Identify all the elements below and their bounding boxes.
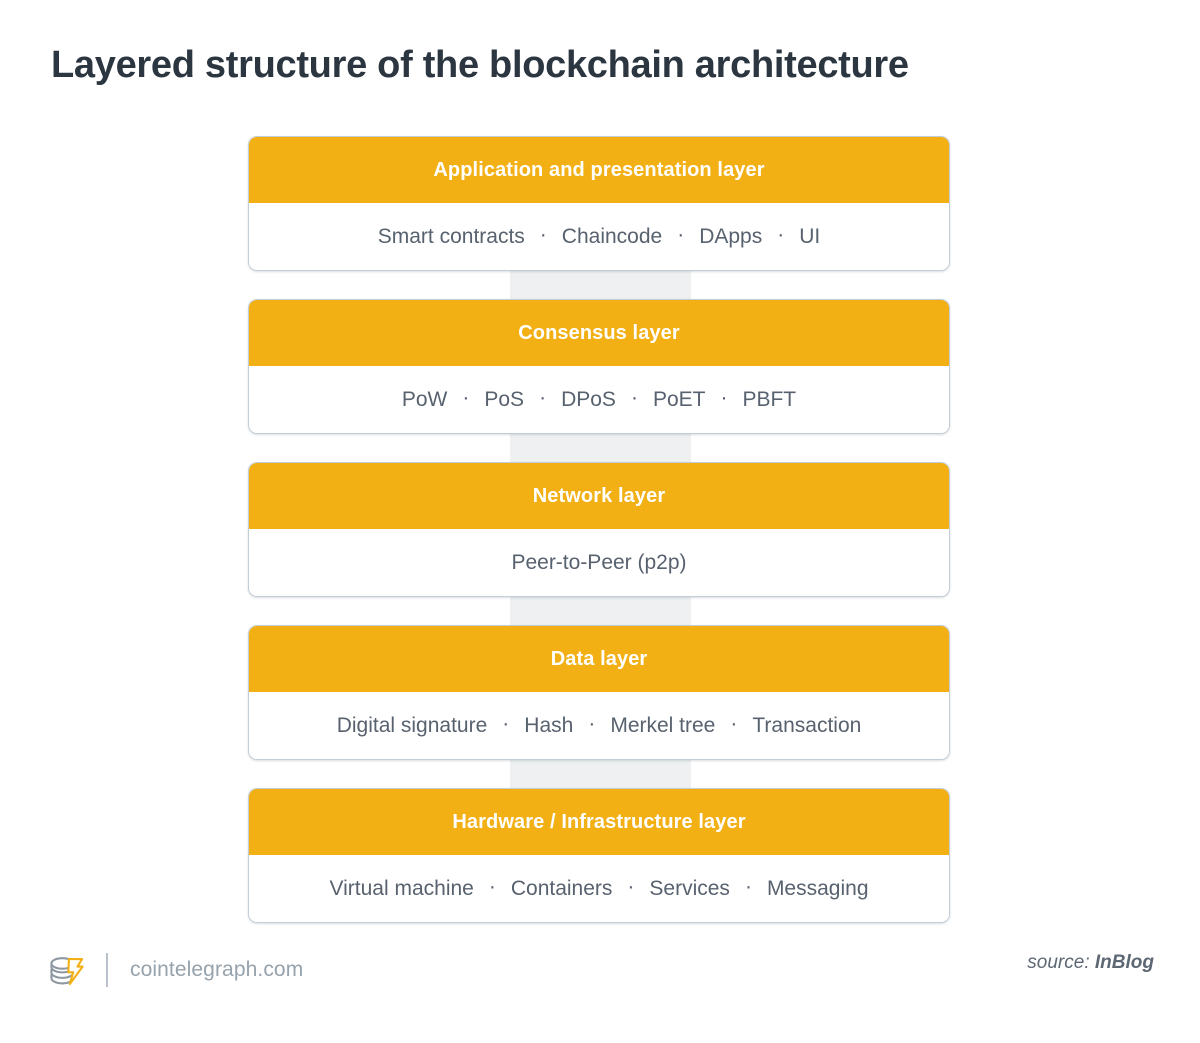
layer-item: Containers [510,876,613,900]
footer-brand: cointelegraph.com [44,940,303,1000]
layer-header: Hardware / Infrastructure layer [249,789,949,855]
item-separator-dot: · [539,386,547,409]
layer-body: Peer-to-Peer (p2p) [249,529,949,596]
layer-item: Digital signature [336,713,488,737]
footer-divider [106,953,108,987]
layer-header: Network layer [249,463,949,529]
layer-header: Data layer [249,626,949,692]
page-title: Layered structure of the blockchain arch… [51,44,909,86]
item-separator-dot: · [488,875,496,898]
source-label: source: [1027,952,1090,973]
layer-body: PoW · PoS · DPoS · PoET · PBFT [249,366,949,433]
layer-item: UI [799,224,821,248]
layer-item-list: Peer-to-Peer (p2p) [509,551,688,575]
item-separator-dot: · [502,712,510,735]
layer-item: DPoS [561,387,616,411]
item-separator-dot: · [777,223,785,246]
source-name: InBlog [1094,952,1154,973]
layer-item: Merkel tree [610,713,716,737]
layer-item: Transaction [752,713,862,737]
footer-site-label[interactable]: cointelegraph.com [130,958,304,981]
layer-item: Virtual machine [329,876,474,900]
item-separator-dot: · [539,223,547,246]
layer-item: PBFT [742,387,797,411]
item-separator-dot: · [588,712,596,735]
layer-item: Services [649,876,730,900]
layer-item-list: Virtual machine · Containers · Services · Mess… [327,875,870,901]
layer-header: Application and presentation layer [249,137,949,203]
layer-item: Messaging [766,876,869,900]
item-separator-dot: · [744,875,752,898]
cointelegraph-logo-icon [44,949,86,991]
layer-item-list: Smart contracts · Chaincode · DApps · UI [376,223,822,249]
layer-item-list: Digital signature · Hash · Merkel tree · Trans… [335,712,864,738]
layer-item-list: PoW · PoS · DPoS · PoET · PBFT [400,386,798,412]
item-separator-dot: · [627,875,635,898]
layer-item: PoS [484,387,525,411]
layer-item: Hash [524,713,574,737]
layer-item: PoET [652,387,706,411]
layer-header: Consensus layer [249,300,949,366]
footer: cointelegraph.com source: InBlog [0,940,1200,1010]
layer-body: Smart contracts · Chaincode · DApps · UI [249,203,949,270]
layer-item: PoW [401,387,448,411]
layer-item: Chaincode [561,224,663,248]
layer-item: Smart contracts [377,224,525,248]
item-separator-dot: · [720,386,728,409]
layer-item: DApps [699,224,763,248]
item-separator-dot: · [462,386,470,409]
item-separator-dot: · [677,223,685,246]
layer-body: Virtual machine · Containers · Services · Mess… [249,855,949,922]
item-separator-dot: · [730,712,738,735]
layer-body: Digital signature · Hash · Merkel tree · Trans… [249,692,949,759]
source-attribution: source: InBlog [1027,952,1154,974]
item-separator-dot: · [630,386,638,409]
layer-item: Peer-to-Peer (p2p) [511,550,687,574]
